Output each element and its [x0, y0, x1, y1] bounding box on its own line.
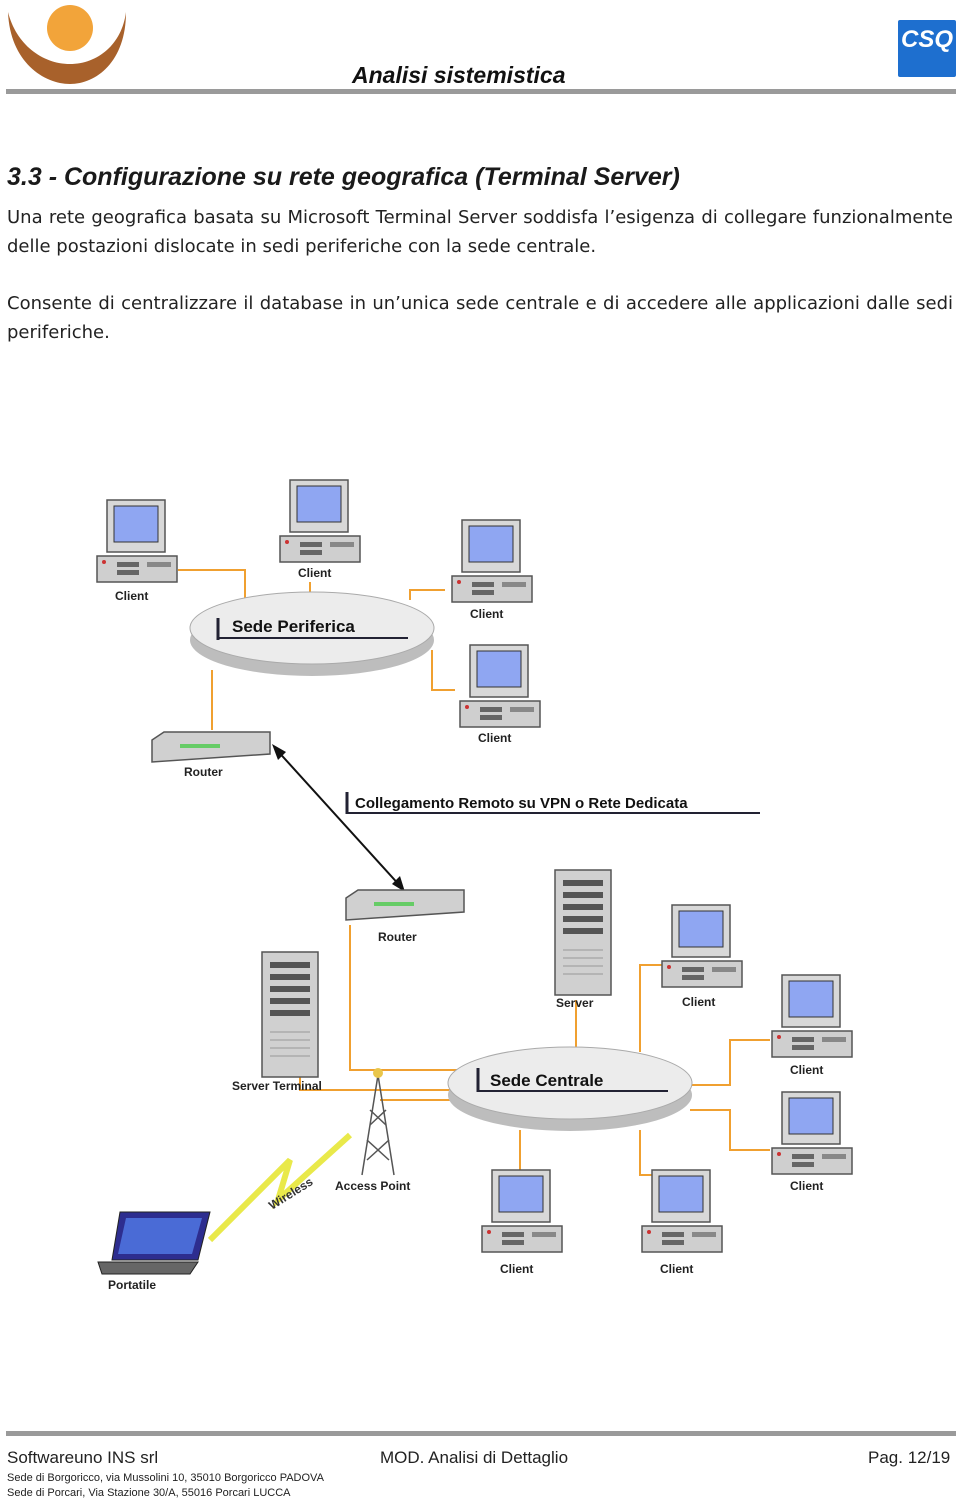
footer-page-number: Pag. 12/19 — [868, 1448, 951, 1467]
paragraph-1: Una rete geografica basata su Microsoft … — [7, 207, 953, 257]
network-diagram: Sede Periferica Client Client Client Cli… — [96, 479, 853, 1292]
client-label: Client — [790, 1179, 823, 1193]
client-label: Client — [470, 607, 503, 621]
portatile-label: Portatile — [108, 1278, 156, 1292]
paragraph-2: Consente di centralizzare il database in… — [7, 293, 953, 343]
access-point-label: Access Point — [335, 1179, 410, 1193]
hub-centrale-label: Sede Centrale — [490, 1071, 603, 1090]
link-label: Collegamento Remoto su VPN o Rete Dedica… — [355, 795, 688, 812]
server-terminal-label: Server Terminal — [232, 1079, 322, 1093]
footer-module: MOD. Analisi di Dettaglio — [380, 1448, 569, 1467]
section-heading: 3.3 - Configurazione su rete geografica … — [7, 163, 680, 191]
hub-periferica-label: Sede Periferica — [232, 617, 355, 636]
router-label: Router — [378, 930, 417, 944]
client-label: Client — [298, 566, 331, 580]
client-label: Client — [790, 1063, 823, 1077]
client-label: Client — [500, 1262, 533, 1276]
server-label: Server — [556, 996, 594, 1010]
footer-divider — [6, 1431, 956, 1436]
footer-address-2: Sede di Porcari, Via Stazione 30/A, 5501… — [7, 1487, 291, 1499]
client-label: Client — [115, 589, 148, 603]
header-title: Analisi sistemistica — [352, 62, 566, 88]
footer-company: Softwareuno INS srl — [7, 1448, 159, 1467]
footer-address-1: Sede di Borgoricco, via Mussolini 10, 35… — [7, 1472, 324, 1484]
client-label: Client — [682, 995, 715, 1009]
company-logo — [8, 5, 126, 84]
header-divider — [6, 89, 956, 94]
csq-badge: CSQ — [898, 20, 956, 77]
client-label: Client — [478, 731, 511, 745]
client-label: Client — [660, 1262, 693, 1276]
router-label: Router — [184, 765, 223, 779]
